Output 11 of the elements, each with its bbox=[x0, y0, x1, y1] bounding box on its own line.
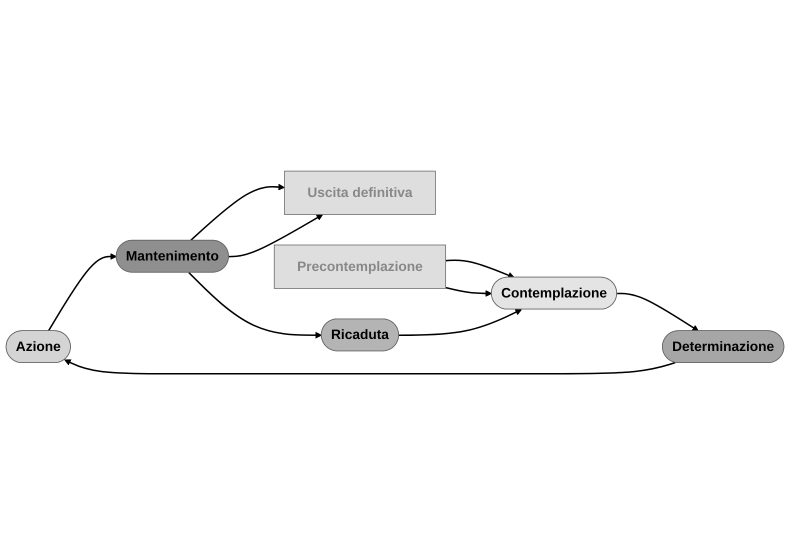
arrow bbox=[445, 286, 492, 297]
arrow bbox=[188, 272, 322, 339]
arrow bbox=[48, 253, 117, 332]
arrow bbox=[190, 184, 285, 242]
node-box: Precontemplazione bbox=[274, 244, 446, 289]
arrow bbox=[64, 359, 676, 375]
arrow bbox=[446, 260, 515, 278]
arrow bbox=[617, 292, 699, 332]
arrow bbox=[398, 309, 522, 336]
arrow bbox=[228, 214, 324, 258]
node-box: Uscita definitiva bbox=[284, 170, 436, 215]
